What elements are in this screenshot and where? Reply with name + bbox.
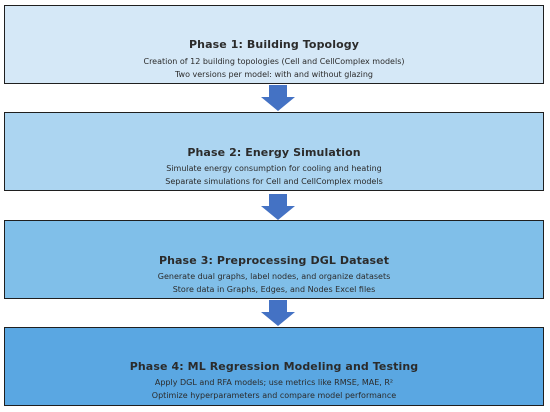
arrow-down-icon <box>261 300 295 326</box>
phase-1-box: Phase 1: Building Topology Creation of 1… <box>4 5 544 84</box>
phase-4-line-1: Apply DGL and RFA models; use metrics li… <box>154 378 394 387</box>
phase-4-title: Phase 4: ML Regression Modeling and Test… <box>129 360 419 373</box>
phase-2-box: Phase 2: Energy Simulation Simulate ener… <box>4 112 544 191</box>
phase-2-line-1: Simulate energy consumption for cooling … <box>166 164 382 173</box>
phase-3-line-2: Store data in Graphs, Edges, and Nodes E… <box>172 285 376 294</box>
arrow-down-icon <box>261 194 295 220</box>
phase-1-line-1: Creation of 12 building topologies (Cell… <box>143 57 405 66</box>
phase-2-line-2: Separate simulations for Cell and CellCo… <box>165 177 383 186</box>
phase-1-line-2: Two versions per model: with and without… <box>174 70 374 79</box>
phase-3-title: Phase 3: Preprocessing DGL Dataset <box>158 254 390 267</box>
phase-2-title: Phase 2: Energy Simulation <box>187 146 361 159</box>
phase-4-box: Phase 4: ML Regression Modeling and Test… <box>4 327 544 406</box>
phase-3-line-1: Generate dual graphs, label nodes, and o… <box>157 272 391 281</box>
phase-4-line-2: Optimize hyperparameters and compare mod… <box>151 391 397 400</box>
phase-3-box: Phase 3: Preprocessing DGL Dataset Gener… <box>4 220 544 299</box>
phase-1-title: Phase 1: Building Topology <box>189 38 359 51</box>
arrow-down-icon <box>261 85 295 111</box>
